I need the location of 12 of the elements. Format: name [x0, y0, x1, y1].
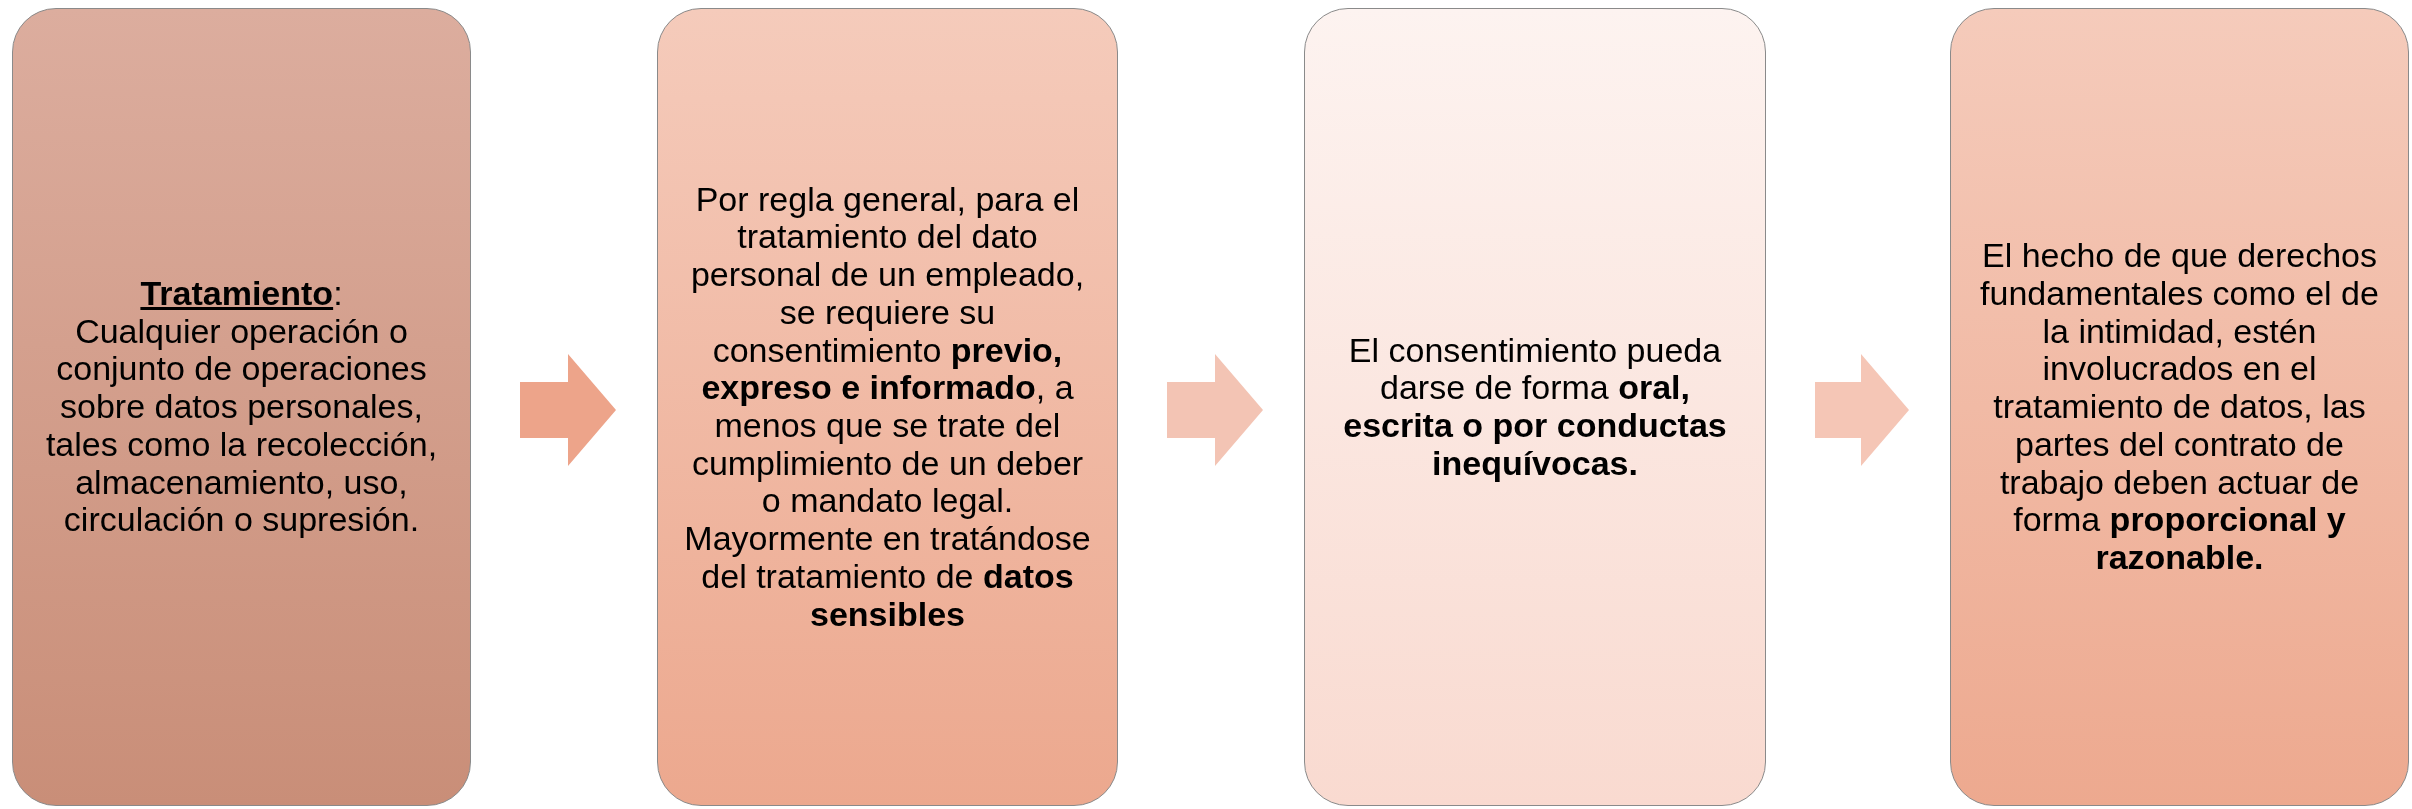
card-text: Por regla general, para el tratamiento del dato personal de un empleado, se requiere su consentimiento previo, expreso e informado, a menos que se trate del cumplimiento de un deber o mandato legal. Mayormente en tratándose del tratamiento de datos sensibles: [683, 180, 1092, 634]
text-card: [1950, 8, 2409, 806]
card-text: Cualquier operación o conjunto de operaciones sobre datos personales, tales como la recolección, almacenamiento, uso, circulación o supresión.: [44, 312, 439, 539]
card-heading: Tratamiento:: [140, 275, 343, 313]
block-arrow: [1167, 354, 1263, 466]
block-arrow: [520, 354, 616, 466]
text-card: [1304, 8, 1766, 806]
text-card: [12, 8, 471, 806]
card-text: El consentimiento pueda darse de forma oral, escrita o por conductas inequívocas.: [1342, 331, 1728, 483]
text-card: [657, 8, 1118, 806]
card-text: El hecho de que derechos fundamentales como el de la intimidad, estén involucrados en el tratamiento de datos, las partes del contrato de trabajo deben actuar de forma proporcional y razonable.: [1979, 237, 2380, 577]
block-arrow: [1815, 354, 1909, 466]
